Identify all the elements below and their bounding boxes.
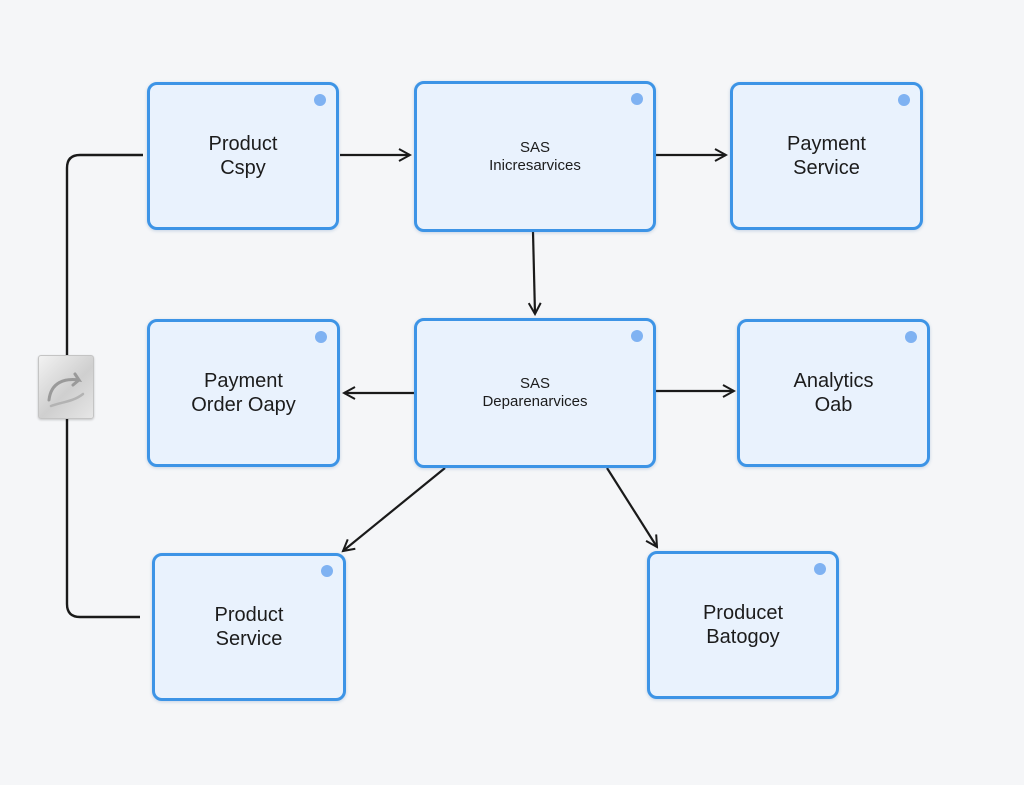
node-status-dot [631, 93, 643, 105]
node-status-dot [905, 331, 917, 343]
node-title: Product [214, 604, 284, 626]
node-subtitle: Inicresarvices [489, 156, 581, 174]
node-title: Payment [204, 370, 283, 392]
edge-sas-microservices-to-sas-dependencies [533, 231, 535, 314]
node-title: SAS [519, 375, 550, 392]
edge-sas-dependencies-to-product-service [343, 467, 446, 551]
node-status-dot [321, 565, 333, 577]
node-subtitle: Service [793, 157, 860, 179]
node-subtitle: Oab [814, 394, 853, 416]
node-payment-order-oapy[interactable]: Payment Order Oapy [147, 319, 340, 467]
node-status-dot [898, 94, 910, 106]
node-subtitle: Service [215, 628, 283, 650]
node-title: Product [208, 133, 278, 155]
node-title: Payment [787, 133, 866, 155]
edge-sas-dependencies-to-product-category [606, 467, 657, 547]
node-payment-service[interactable]: Payment Service [730, 82, 923, 230]
node-sas-microservices[interactable]: SAS Inicresarvices [414, 81, 656, 232]
node-status-dot [814, 563, 826, 575]
node-subtitle: Order Oapy [191, 394, 296, 416]
node-sas-dependencies[interactable]: SAS Deparenarvices [414, 318, 656, 468]
node-product-category[interactable]: Producet Batogoy [647, 551, 839, 699]
node-title: Analytics [793, 370, 874, 392]
node-status-dot [315, 331, 327, 343]
node-subtitle: Deparenarvices [482, 393, 588, 410]
node-title: Producet [702, 602, 784, 624]
node-title: SAS [519, 138, 550, 156]
node-analytics-oab[interactable]: Analytics Oab [737, 319, 930, 467]
node-status-dot [314, 94, 326, 106]
node-subtitle: Cspy [220, 157, 266, 179]
node-product-cspy[interactable]: Product Cspy [147, 82, 339, 230]
curl-arrow-icon [47, 372, 85, 408]
node-subtitle: Batogoy [706, 626, 780, 648]
node-status-dot [631, 330, 643, 342]
side-handle[interactable] [38, 355, 94, 419]
node-product-service[interactable]: Product Service [152, 553, 346, 701]
